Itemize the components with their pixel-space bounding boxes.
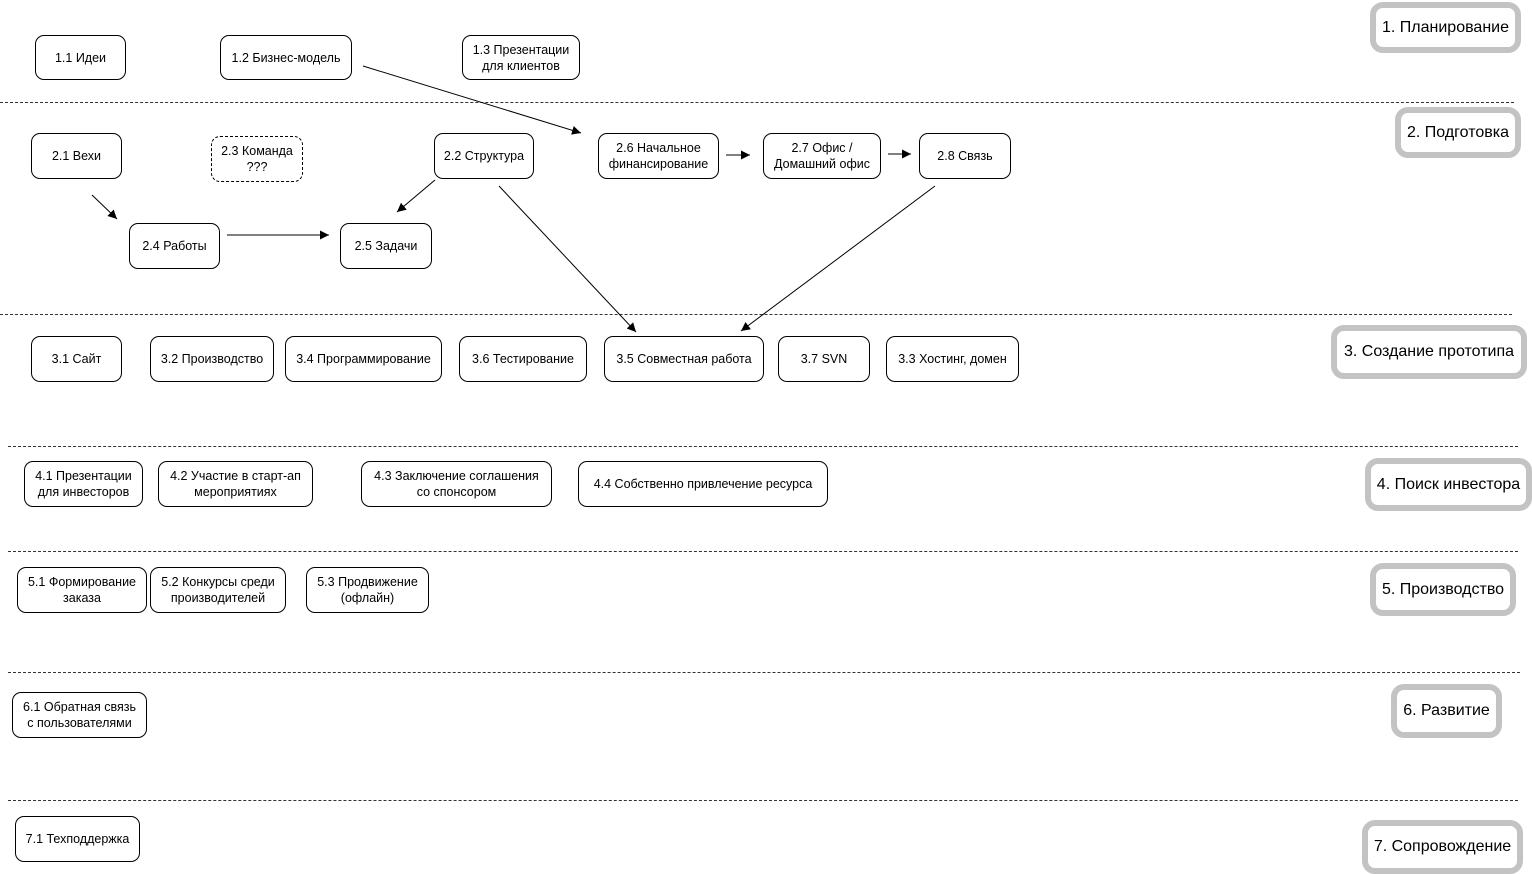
node-2-6[interactable]: 2.6 Начальное финансирование [598, 133, 719, 179]
lane-separator [8, 672, 1520, 673]
lane-separator [0, 102, 1514, 103]
node-2-2[interactable]: 2.2 Структура [434, 133, 534, 179]
arrow-2-8-to-3-5 [740, 185, 936, 332]
node-4-2[interactable]: 4.2 Участие в старт-ап мероприятиях [158, 461, 313, 507]
node-5-2[interactable]: 5.2 Конкурсы среди производителей [150, 567, 286, 613]
lane-separator [8, 446, 1518, 447]
node-7-1[interactable]: 7.1 Техподдержка [15, 816, 140, 862]
arrow-2-2-to-2-5 [396, 179, 436, 213]
node-3-3[interactable]: 3.3 Хостинг, домен [886, 336, 1019, 382]
node-5-1[interactable]: 5.1 Формирование заказа [17, 567, 147, 613]
lane-separator [0, 314, 1512, 315]
node-5-3[interactable]: 5.3 Продвижение (офлайн) [306, 567, 429, 613]
arrow-2-2-to-3-5 [498, 185, 637, 333]
stage-label-planning: 1. Планирование [1370, 2, 1521, 53]
node-6-1[interactable]: 6.1 Обратная связь с пользователями [12, 692, 147, 738]
lane-separator [8, 800, 1518, 801]
node-4-4[interactable]: 4.4 Собственно привлечение ресурса [578, 461, 828, 507]
node-4-1[interactable]: 4.1 Презентации для инвесторов [24, 461, 143, 507]
node-3-6[interactable]: 3.6 Тестирование [459, 336, 587, 382]
node-2-7[interactable]: 2.7 Офис / Домашний офис [763, 133, 881, 179]
node-1-2[interactable]: 1.2 Бизнес-модель [220, 35, 352, 80]
node-2-4[interactable]: 2.4 Работы [129, 223, 220, 269]
stage-label-preparation: 2. Подготовка [1395, 107, 1521, 158]
node-2-1[interactable]: 2.1 Вехи [31, 133, 122, 179]
node-3-5[interactable]: 3.5 Совместная работа [604, 336, 764, 382]
node-4-3[interactable]: 4.3 Заключение соглашения со спонсором [361, 461, 552, 507]
node-3-4[interactable]: 3.4 Программирование [285, 336, 442, 382]
node-3-7[interactable]: 3.7 SVN [778, 336, 870, 382]
node-2-5[interactable]: 2.5 Задачи [340, 223, 432, 269]
node-1-3[interactable]: 1.3 Презентации для клиентов [462, 35, 580, 80]
node-3-2[interactable]: 3.2 Производство [150, 336, 274, 382]
stage-label-prototype: 3. Создание прототипа [1331, 325, 1527, 379]
arrow-2-1-to-2-4 [91, 194, 118, 220]
lane-separator [8, 551, 1518, 552]
stage-label-investor-search: 4. Поиск инвестора [1365, 458, 1532, 511]
stage-label-production: 5. Производство [1370, 563, 1516, 616]
node-2-8[interactable]: 2.8 Связь [919, 133, 1011, 179]
arrow-1-2-to-2-6 [362, 65, 582, 135]
node-2-3[interactable]: 2.3 Команда ??? [211, 136, 303, 182]
stage-label-support: 7. Сопровождение [1362, 820, 1523, 874]
node-3-1[interactable]: 3.1 Сайт [31, 336, 122, 382]
stage-label-development: 6. Развитие [1391, 684, 1502, 738]
node-1-1[interactable]: 1.1 Идеи [35, 35, 126, 80]
